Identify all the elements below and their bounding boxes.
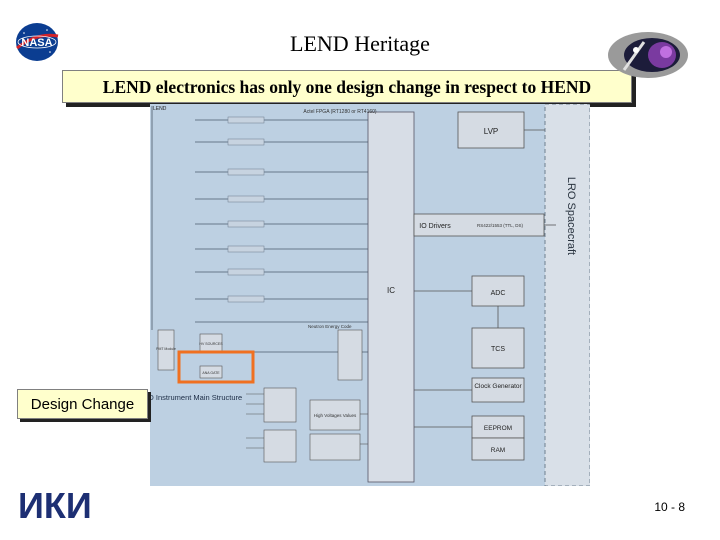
high-voltages-block [309, 399, 361, 431]
ana-gate-label: ANA GATE [202, 371, 220, 375]
ram-block [471, 437, 525, 461]
design-change-highlight-box [177, 350, 255, 384]
lend-main-structure-label: LEND Instrument Main Structure [150, 393, 242, 402]
slide-title: LEND Heritage [290, 31, 430, 56]
high-voltages-label: High Voltages Values [314, 413, 357, 418]
lro-mission-logo [606, 30, 690, 80]
tcs-block [471, 327, 525, 369]
slide-subtitle: LEND electronics has only one design cha… [62, 70, 632, 103]
ic-block [367, 111, 415, 483]
lower-connection-lines [246, 393, 368, 449]
adc-block [471, 275, 525, 307]
spare-block [309, 433, 361, 461]
neutron-energy-label: Neutron Energy Code [308, 324, 352, 329]
nasa-logo-text: NASA [21, 37, 52, 49]
channel-label-boxes [227, 116, 265, 303]
ram-label: RAM [491, 447, 505, 454]
lend-main-block-1 [263, 387, 297, 423]
hv-sources-label: HV SOURCES [199, 342, 223, 346]
lvp-label: LVP [484, 127, 499, 136]
ana-gate-block [199, 365, 223, 379]
ic-label: IC [387, 286, 395, 295]
lro-spacecraft-label: LRO Spacecraft [565, 177, 577, 255]
lvp-block [457, 111, 525, 149]
lend-block-diagram: LRO Spacecraft IC Actel FPGA (RT1280 or … [134, 103, 591, 487]
pmt-module-label: PMT Module [156, 347, 176, 351]
clock-generator-label: Clock Generator [474, 383, 522, 390]
fpga-label: Actel FPGA (RT1280 or RT4160) [303, 109, 377, 115]
pmt-module-block [157, 329, 175, 371]
nasa-logo: NASA [14, 22, 60, 62]
iki-logo-text: ИКИ [18, 487, 92, 523]
iki-logo: ИКИ [16, 485, 104, 526]
adc-label: ADC [491, 290, 506, 297]
spacecraft-region [544, 103, 591, 487]
lend-heading: LEND [153, 106, 167, 112]
page-number: 10 - 8 [654, 500, 685, 514]
io-bus-label: RS422/1553 (TTL, DS) [477, 223, 524, 228]
tcs-label: TCS [491, 346, 505, 353]
io-drivers-label: IO Drivers [419, 223, 451, 230]
design-change-callout: Design Change [17, 389, 148, 419]
eeprom-label: EEPROM [484, 425, 512, 432]
clock-generator-block [471, 377, 525, 403]
lend-main-block-2 [263, 429, 297, 463]
sensor-channel-lines [190, 119, 368, 353]
neutron-energy-code-block [337, 329, 363, 381]
